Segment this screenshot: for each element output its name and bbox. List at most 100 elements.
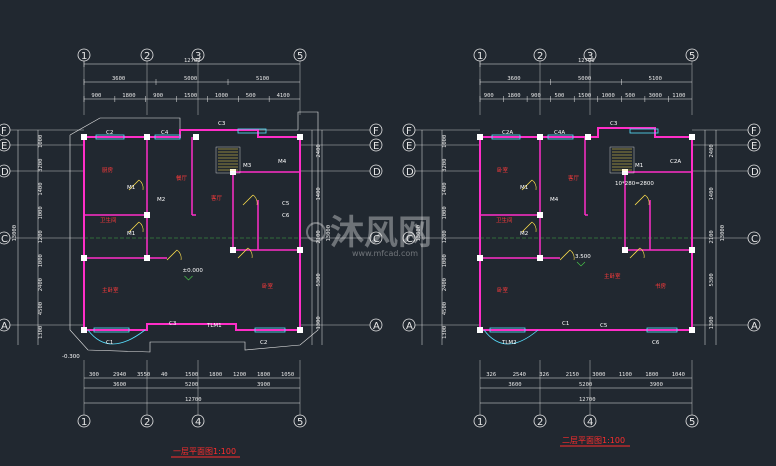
level-symbol-icon bbox=[576, 261, 586, 267]
window bbox=[254, 327, 286, 333]
element-tag: C2A bbox=[502, 130, 513, 136]
grid-label-bottom: 4 bbox=[587, 417, 593, 428]
level-marker-exterior: -0.300 bbox=[62, 354, 80, 360]
dim-text-bottom: 1100 bbox=[619, 372, 632, 378]
dim-text-bottom: 5200 bbox=[579, 382, 592, 388]
dim-text-left-total: 13000 bbox=[12, 225, 18, 242]
room-label: 卧室 bbox=[497, 286, 509, 294]
column bbox=[144, 255, 150, 261]
door-swing bbox=[176, 249, 182, 261]
dim-text-top: 3600 bbox=[112, 76, 125, 82]
dim-text-left: 1000 bbox=[442, 254, 448, 267]
dim-text-right: 1400 bbox=[709, 187, 715, 200]
dim-text-bottom: 3600 bbox=[508, 382, 521, 388]
grid-label-top: 1 bbox=[81, 51, 87, 62]
grid-label-left: F bbox=[406, 126, 412, 137]
grid-label-left: F bbox=[1, 126, 7, 137]
dim-text-bottom: 1500 bbox=[185, 372, 198, 378]
grid-label-top: 5 bbox=[297, 51, 303, 62]
dim-text-top: 1100 bbox=[672, 93, 685, 99]
column bbox=[297, 247, 303, 253]
room-label: 餐厅 bbox=[176, 174, 188, 182]
door-leaf bbox=[521, 221, 533, 233]
element-tag: TLM2 bbox=[501, 340, 517, 346]
dim-text-left: 1000 bbox=[442, 135, 448, 148]
grid-label-right: F bbox=[751, 126, 757, 137]
element-tag: M1 bbox=[127, 185, 135, 191]
door-swing bbox=[639, 247, 645, 259]
window bbox=[491, 134, 521, 140]
door-leaf bbox=[629, 247, 641, 259]
dim-text-left: 1400 bbox=[442, 182, 448, 195]
door-leaf bbox=[166, 249, 178, 261]
dim-text-bottom: 12700 bbox=[579, 397, 596, 403]
column bbox=[477, 255, 483, 261]
element-tag: C4A bbox=[554, 130, 565, 136]
bay-window bbox=[87, 329, 146, 345]
door-leaf bbox=[128, 179, 140, 191]
door-leaf bbox=[521, 179, 533, 191]
dim-text-top: 1800 bbox=[122, 93, 135, 99]
watermark: 沐风网 www.mfcad.com bbox=[306, 213, 432, 258]
grid-label-top: 5 bbox=[689, 51, 695, 62]
window bbox=[93, 327, 130, 333]
dim-text-top: 5100 bbox=[256, 76, 269, 82]
grid-label-bottom: 5 bbox=[689, 417, 695, 428]
dim-text-top: 12700 bbox=[184, 58, 201, 64]
dim-text-right: 5300 bbox=[316, 273, 322, 286]
grid-label-top: 1 bbox=[477, 51, 483, 62]
grid-label-left: E bbox=[1, 141, 7, 152]
dim-text-left-total: 13000 bbox=[416, 225, 422, 242]
dim-text-top: 5100 bbox=[649, 76, 662, 82]
dim-text-right: 1300 bbox=[709, 316, 715, 329]
column bbox=[622, 169, 628, 175]
dim-text-left: 4500 bbox=[38, 302, 44, 315]
column bbox=[193, 134, 199, 140]
dim-text-left: 1000 bbox=[38, 206, 44, 219]
room-label: 卫生间 bbox=[100, 216, 117, 224]
dim-text-bottom: 3900 bbox=[257, 382, 270, 388]
column bbox=[144, 212, 150, 218]
dim-text-bottom: 326 bbox=[486, 372, 496, 378]
column bbox=[622, 247, 628, 253]
dim-text-top: 3000 bbox=[649, 93, 662, 99]
room-label: 卧室 bbox=[262, 282, 274, 290]
grid-label-bottom: 2 bbox=[537, 417, 543, 428]
door-swing bbox=[138, 179, 144, 191]
dim-text-top: 900 bbox=[484, 93, 494, 99]
window bbox=[154, 134, 181, 140]
grid-label-left: A bbox=[406, 321, 413, 332]
window bbox=[489, 327, 526, 333]
door-swing bbox=[531, 221, 537, 233]
dim-text-left: 1000 bbox=[38, 135, 44, 148]
grid-label-left: C bbox=[406, 234, 413, 245]
dim-text-top: 1800 bbox=[507, 93, 520, 99]
grid-label-right: A bbox=[751, 321, 758, 332]
room-label: 厨房 bbox=[102, 166, 114, 174]
column bbox=[297, 327, 303, 333]
dim-text-bottom: 2940 bbox=[113, 372, 126, 378]
grid-label-bottom: 4 bbox=[195, 417, 201, 428]
level-marker: 3.500 bbox=[575, 254, 591, 260]
column bbox=[537, 255, 543, 261]
dim-text-bottom: 12700 bbox=[185, 397, 202, 403]
dim-text-right: 2400 bbox=[709, 144, 715, 157]
grid-label-right: D bbox=[373, 167, 381, 178]
column bbox=[689, 134, 695, 140]
column bbox=[477, 327, 483, 333]
grid-label-left: D bbox=[1, 167, 9, 178]
room-label: 卧室 bbox=[497, 166, 509, 174]
dim-text-bottom: 3550 bbox=[137, 372, 150, 378]
grid-label-top: 2 bbox=[144, 51, 150, 62]
grid-label-top: 2 bbox=[537, 51, 543, 62]
room-label: 主卧室 bbox=[604, 272, 621, 280]
element-tag: M1 bbox=[127, 231, 135, 237]
dim-text-top: 500 bbox=[625, 93, 635, 99]
element-tag: C6 bbox=[652, 340, 660, 346]
level-symbol-icon bbox=[184, 275, 193, 281]
door-swing bbox=[569, 249, 575, 261]
dim-text-right: 1300 bbox=[316, 316, 322, 329]
dim-text-left: 1400 bbox=[38, 182, 44, 195]
dim-text-left: 2400 bbox=[442, 278, 448, 291]
